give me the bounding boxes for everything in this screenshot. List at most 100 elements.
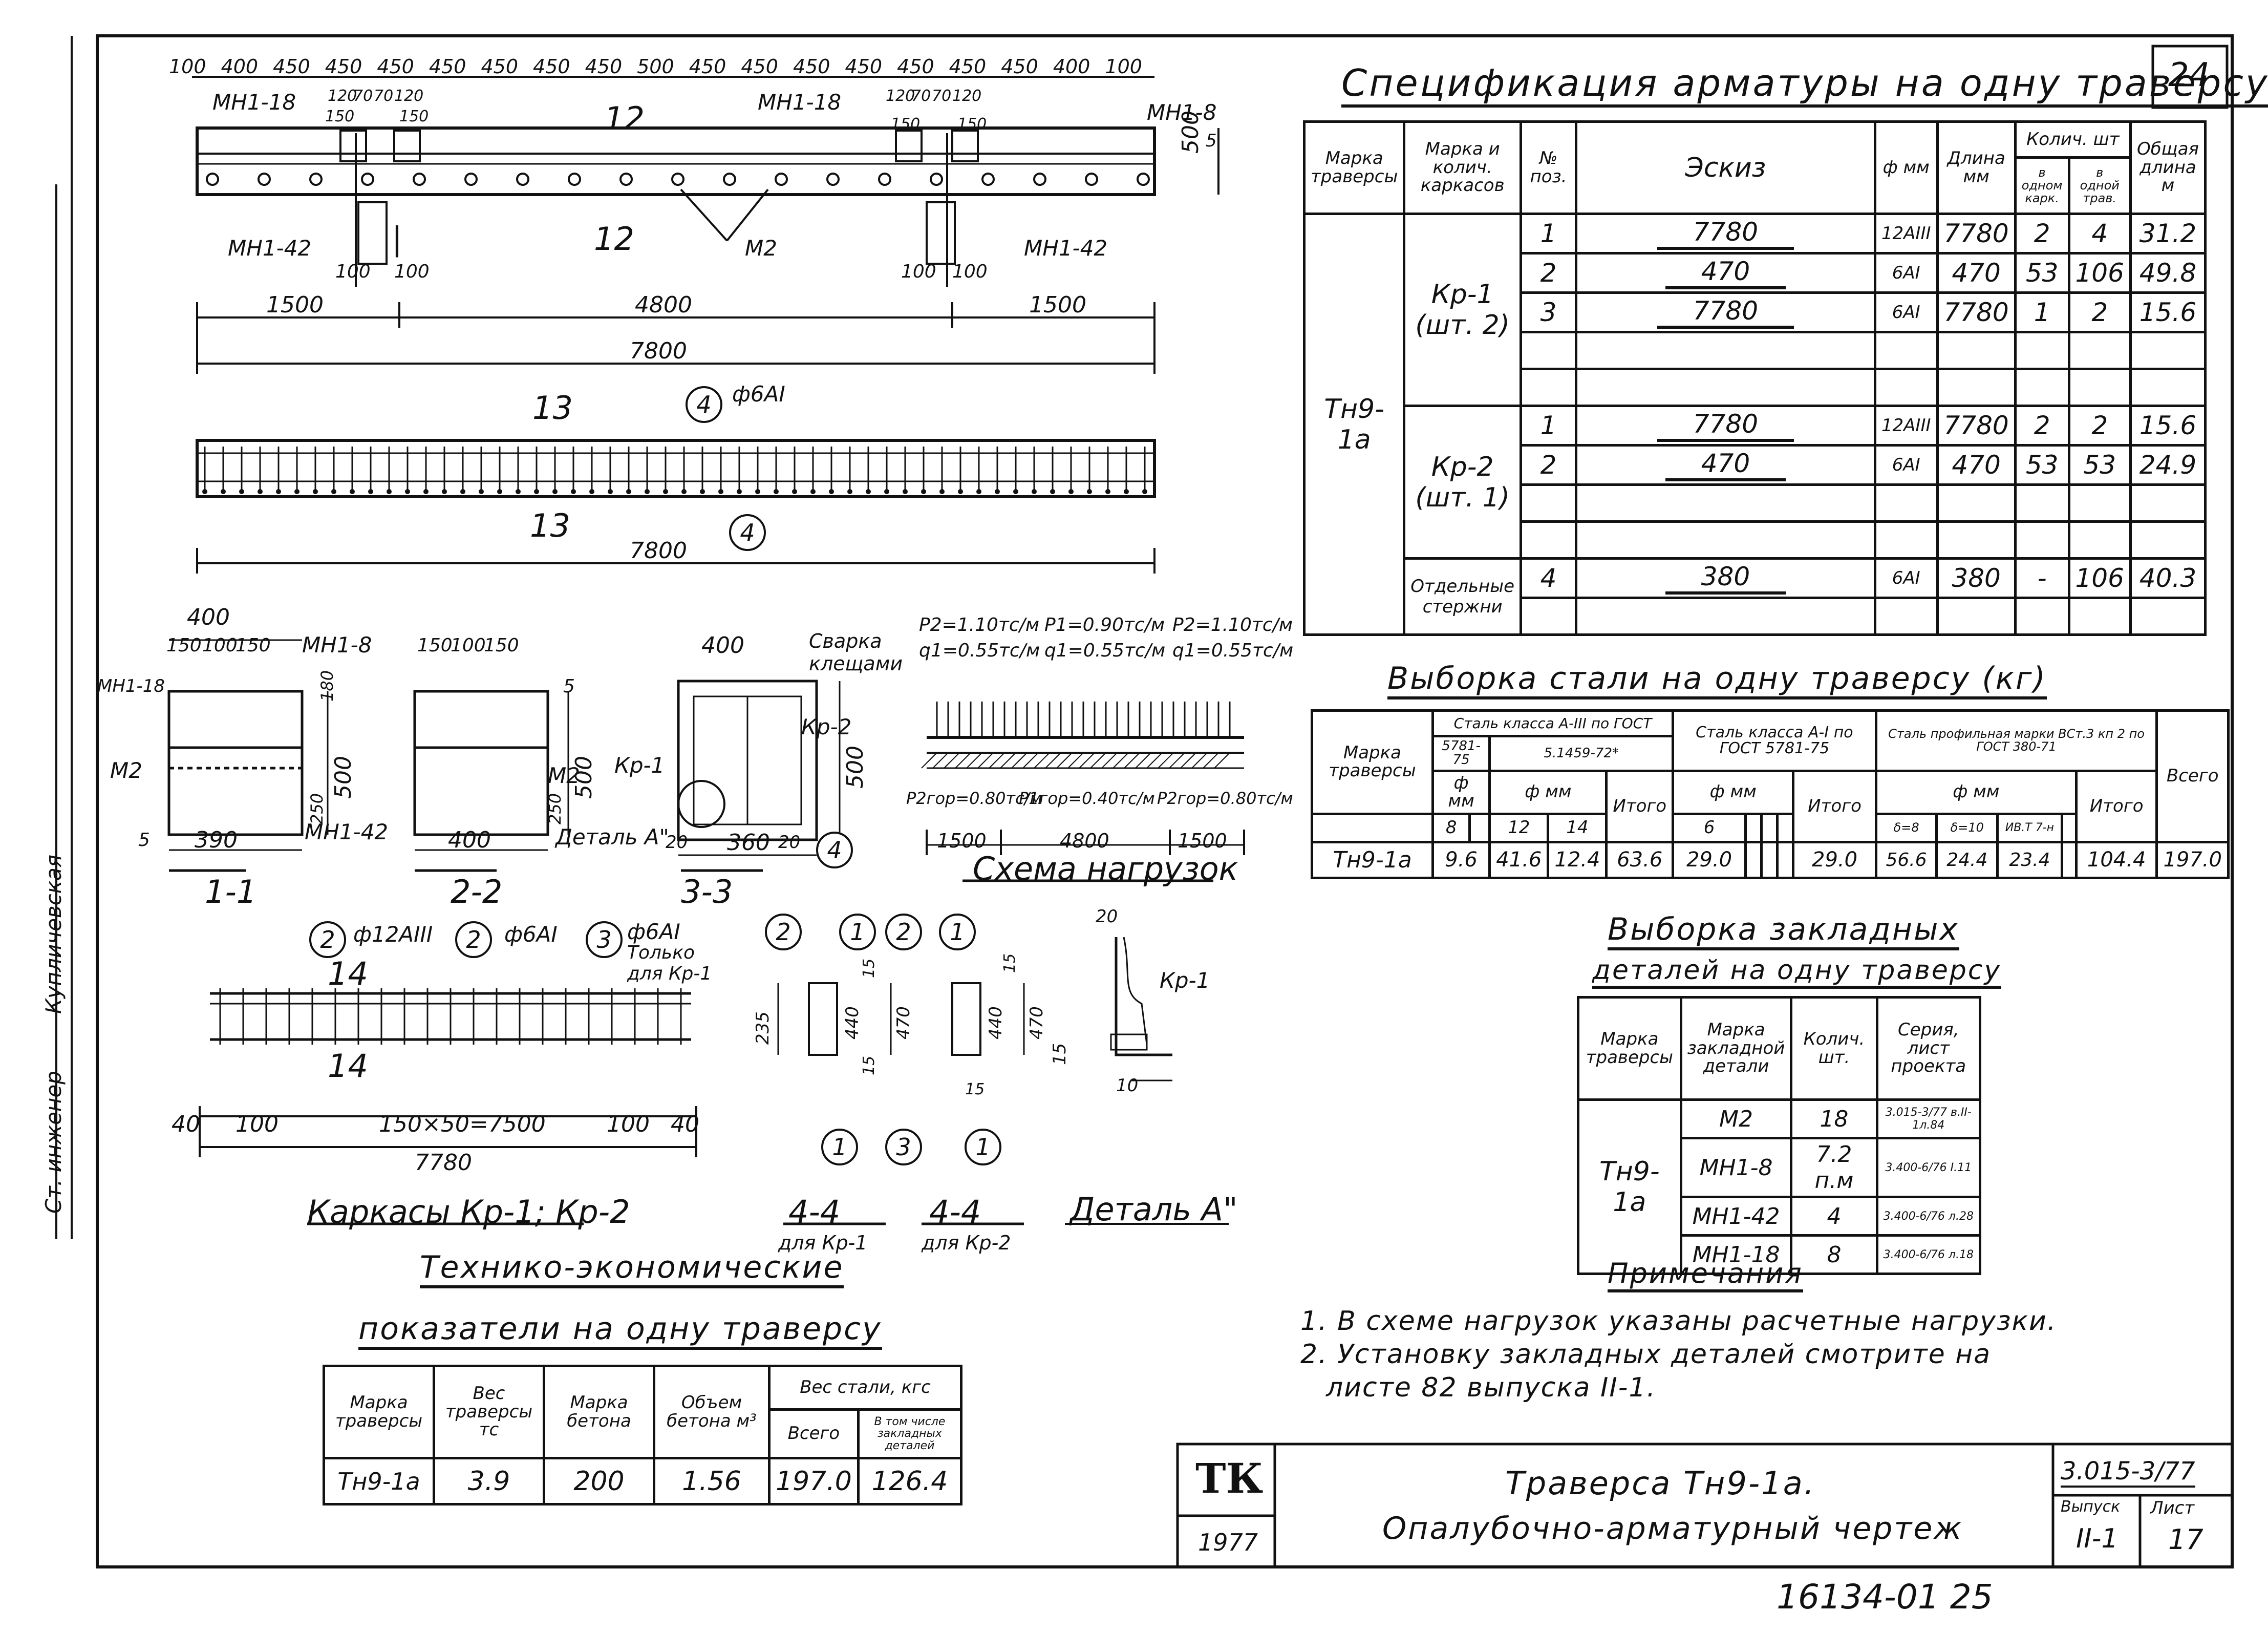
spec-cell-pos: 2 bbox=[1520, 252, 1577, 294]
emb-cell-qty: 18 bbox=[1790, 1098, 1878, 1139]
spec-cell-len: 380 bbox=[1936, 557, 2017, 599]
spec-cell-dia: 6АI bbox=[1873, 252, 1939, 294]
position-marker bbox=[821, 1129, 858, 1165]
steel-row-gap2 bbox=[1760, 840, 1779, 879]
beam-hole bbox=[206, 173, 219, 186]
load-hatch bbox=[1090, 752, 1106, 769]
steel-d-14: 14 bbox=[1547, 812, 1608, 843]
s2-mark-m2: М2 bbox=[548, 763, 580, 788]
plan-stirrup-dot bbox=[737, 489, 742, 494]
bottom-code: 16134-01 25 bbox=[1777, 1577, 1993, 1617]
load-hatch bbox=[1191, 752, 1208, 769]
top-dimension: 500 bbox=[637, 55, 674, 78]
frame-rebar-6ai-a: ф6АI bbox=[504, 922, 558, 947]
s4-dim-470: 470 bbox=[893, 1006, 914, 1040]
s4b-dim-470: 470 bbox=[1026, 1006, 1047, 1040]
frames-dim-100-left: 100 bbox=[236, 1111, 279, 1137]
load-hatch bbox=[1203, 752, 1219, 769]
beam-holes bbox=[206, 173, 1150, 186]
embedded-title-2: деталей на одну траверсу bbox=[1592, 955, 2002, 989]
spec-h-sketch: Эскиз bbox=[1574, 120, 1876, 215]
detail-a-ref: Деталь А" bbox=[555, 824, 669, 850]
load-q-right: q1=0.55тс/м bbox=[1172, 640, 1294, 661]
beam-plan bbox=[196, 439, 1156, 574]
tep-h-total: Всего bbox=[768, 1408, 860, 1459]
plan-stirrup-dot bbox=[276, 489, 281, 494]
spec-cell-q2: 2 bbox=[2067, 405, 2132, 447]
load-hatch bbox=[932, 752, 949, 769]
frames-dim-7780: 7780 bbox=[415, 1150, 472, 1176]
position-marker-label: 4 bbox=[696, 391, 711, 418]
load-bottom-left: Р2гор=0.80тс/м bbox=[906, 789, 1042, 808]
steel-row-gap1 bbox=[1744, 840, 1763, 879]
section-label-4-4-a: 4-4 bbox=[788, 1193, 841, 1231]
spec-frame-cell: Отдельные стержни bbox=[1403, 557, 1523, 636]
spec-cell-pos: 4 bbox=[1520, 557, 1577, 599]
section-4-4-shape bbox=[777, 937, 1229, 1225]
s2-dim-250: 250 bbox=[545, 793, 565, 824]
tk-logo: ТК bbox=[1195, 1454, 1264, 1502]
spec-cell-q2: 4 bbox=[2067, 213, 2132, 255]
s2-dim-150b: 150 bbox=[484, 635, 519, 656]
beam-hole bbox=[878, 173, 891, 186]
steel-row-mark: Тн9-1а bbox=[1311, 840, 1434, 879]
top-dimension: 450 bbox=[1001, 55, 1038, 78]
steel-row-gap4 bbox=[2060, 840, 2078, 879]
steel-table: Марка траверсы Сталь класса А-III по ГОС… bbox=[1311, 709, 2230, 879]
plan-stirrup-dot bbox=[350, 489, 355, 494]
plan-stirrup-dot bbox=[995, 489, 1000, 494]
notes-title: Примечания bbox=[1608, 1257, 1803, 1292]
position-marker bbox=[309, 921, 346, 958]
steel-d3-empty bbox=[2060, 812, 2078, 843]
tep-row-volume: 1.56 bbox=[653, 1457, 771, 1505]
plan-stirrup-dot bbox=[313, 489, 318, 494]
spec-cell-total: 31.2 bbox=[2129, 213, 2207, 255]
load-bottom-mid: Р1гор=0.40тс/м bbox=[1019, 789, 1155, 808]
spec-frame-name: Кр-2 bbox=[1431, 451, 1494, 482]
steel-row-14: 12.4 bbox=[1547, 840, 1608, 879]
plan-stirrup-dot bbox=[423, 489, 429, 494]
load-hatch bbox=[966, 752, 982, 769]
da-dim-20: 20 bbox=[1096, 906, 1118, 927]
plan-stirrup-dot bbox=[387, 489, 392, 494]
tep-h-steel: Вес стали, кгс bbox=[768, 1365, 962, 1411]
steel-d2-c bbox=[1760, 812, 1779, 843]
beam-hole bbox=[258, 173, 271, 186]
plan-stirrup-dot bbox=[976, 489, 981, 494]
dim-1500-left: 1500 bbox=[266, 292, 324, 318]
spec-frame-count: (шт. 1) bbox=[1415, 482, 1510, 513]
plan-stirrup-dot bbox=[552, 489, 558, 494]
emb-cell-mark: МН1-8 bbox=[1679, 1137, 1793, 1198]
s4b-dim-440: 440 bbox=[986, 1006, 1006, 1040]
frames-dim-100-right: 100 bbox=[607, 1111, 650, 1137]
title-block-series: 3.015-3/77 bbox=[2061, 1457, 2195, 1488]
load-hatch bbox=[977, 752, 994, 769]
load-scheme-shape bbox=[926, 736, 1245, 882]
spec-cell-q2 bbox=[2067, 597, 2132, 636]
mark-mn1-8: МН1-8 bbox=[1147, 100, 1217, 125]
note-1: 1. В схеме нагрузок указаны расчетные на… bbox=[1300, 1306, 2057, 1337]
plan-stirrup-dot bbox=[516, 489, 521, 494]
steel-h-class3: Сталь профильная марки ВСт.3 кп 2 по ГОС… bbox=[1874, 709, 2158, 772]
spec-cell-total bbox=[2129, 520, 2207, 560]
beam-dimension-lines bbox=[196, 128, 1219, 374]
spec-sketch-bar: 7780 bbox=[1657, 296, 1794, 329]
plan-stirrup-dot bbox=[718, 489, 723, 494]
steel-h-gost1a: 5781-75 bbox=[1431, 735, 1491, 772]
section-label-4-4-b: 4-4 bbox=[929, 1193, 981, 1231]
plan-stirrup-dot bbox=[847, 489, 852, 494]
tep-row-concrete: 200 bbox=[543, 1457, 655, 1505]
s1-dim-150b: 150 bbox=[236, 635, 271, 656]
small-dim-120-l2: 120 bbox=[394, 87, 424, 105]
s1-mark-mn1-18: МН1-18 bbox=[97, 676, 165, 696]
spec-cell-pos bbox=[1520, 331, 1577, 370]
top-dimension: 450 bbox=[429, 55, 466, 78]
s1-dim-500: 500 bbox=[330, 756, 356, 799]
spec-cell-q2 bbox=[2067, 483, 2132, 523]
spec-cell-sketch bbox=[1574, 483, 1876, 523]
position-marker bbox=[885, 1129, 922, 1165]
position-marker bbox=[729, 514, 766, 551]
frame-rebar-12aiii: ф12АIII bbox=[353, 922, 433, 947]
